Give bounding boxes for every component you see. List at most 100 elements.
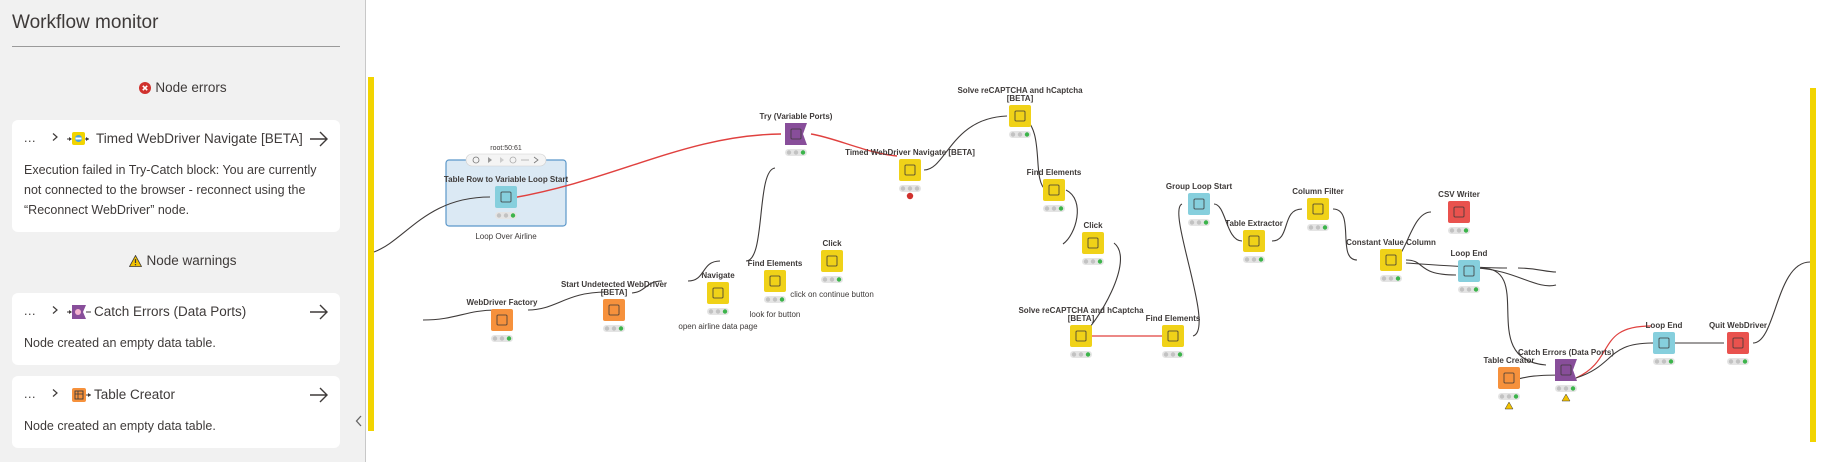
connection[interactable] bbox=[1480, 267, 1547, 366]
breadcrumb-ellipsis[interactable]: ... bbox=[24, 304, 36, 318]
node-body[interactable] bbox=[1458, 260, 1480, 282]
node-webdriver-factory[interactable] bbox=[491, 309, 513, 342]
connection[interactable] bbox=[631, 280, 663, 294]
node-body[interactable] bbox=[1727, 332, 1749, 354]
arrow-right-icon[interactable] bbox=[308, 385, 330, 405]
warning-card[interactable]: ... Table Creator Node created an empty … bbox=[12, 376, 340, 448]
node-body[interactable] bbox=[1043, 179, 1065, 201]
node-navigate[interactable] bbox=[707, 282, 729, 315]
node-body[interactable] bbox=[821, 250, 843, 272]
warning-node-name[interactable]: Catch Errors (Data Ports) bbox=[94, 304, 247, 319]
cancel-icon[interactable] bbox=[509, 156, 517, 164]
step-icon[interactable] bbox=[500, 157, 504, 163]
node-click-2[interactable] bbox=[821, 250, 843, 283]
node-status-light bbox=[1742, 359, 1748, 364]
connection[interactable] bbox=[1178, 203, 1200, 337]
error-card[interactable]: ... Timed WebDriver Navigate [BETA] Exec… bbox=[12, 120, 340, 232]
node-body[interactable] bbox=[1070, 325, 1092, 347]
node-body[interactable] bbox=[491, 309, 513, 331]
node-table-creator[interactable] bbox=[1498, 367, 1520, 410]
node-loop-end-1[interactable] bbox=[1458, 260, 1480, 293]
node-body[interactable] bbox=[785, 123, 807, 145]
node-status-light bbox=[1010, 132, 1016, 137]
node-body[interactable] bbox=[1188, 193, 1210, 215]
node-start-undetected[interactable] bbox=[603, 299, 625, 332]
connection[interactable] bbox=[1575, 342, 1654, 379]
node-click-1[interactable] bbox=[1082, 232, 1104, 265]
connection[interactable] bbox=[1752, 261, 1811, 344]
connection[interactable] bbox=[511, 133, 782, 199]
node-action-bar[interactable] bbox=[465, 153, 547, 167]
node-body[interactable] bbox=[1380, 249, 1402, 271]
node-find-elements-3[interactable] bbox=[764, 270, 786, 303]
collapse-panel-icon[interactable] bbox=[355, 415, 363, 427]
connection[interactable] bbox=[1405, 259, 1457, 276]
arrow-right-icon[interactable] bbox=[308, 302, 330, 322]
error-node-name[interactable]: Timed WebDriver Navigate [BETA] bbox=[96, 131, 303, 146]
node-body[interactable] bbox=[1162, 325, 1184, 347]
connection[interactable] bbox=[1213, 203, 1243, 242]
node-body[interactable] bbox=[603, 299, 625, 321]
breadcrumb-ellipsis[interactable]: ... bbox=[24, 387, 36, 401]
connection[interactable] bbox=[1021, 115, 1047, 191]
node-timed-navigate[interactable] bbox=[899, 159, 921, 200]
node-table-row-loop[interactable] bbox=[495, 186, 517, 219]
connection[interactable] bbox=[745, 167, 776, 262]
node-group-loop-start[interactable] bbox=[1188, 193, 1210, 226]
connection[interactable] bbox=[687, 260, 721, 282]
node-body[interactable] bbox=[495, 186, 517, 208]
execute-icon[interactable] bbox=[488, 157, 492, 163]
connection[interactable] bbox=[1271, 208, 1303, 242]
node-constant-value-column[interactable] bbox=[1380, 249, 1402, 282]
node-find-elements-2[interactable] bbox=[1162, 325, 1184, 358]
node-status-light bbox=[914, 186, 920, 191]
breadcrumb-ellipsis[interactable]: ... bbox=[24, 131, 36, 145]
connection[interactable] bbox=[810, 133, 898, 157]
node-body[interactable] bbox=[764, 270, 786, 292]
connection[interactable] bbox=[1062, 189, 1078, 245]
connection[interactable] bbox=[1517, 267, 1557, 273]
chevron-right-icon bbox=[52, 133, 58, 141]
node-body[interactable] bbox=[1082, 232, 1104, 254]
connection[interactable] bbox=[1405, 262, 1508, 269]
node-id-label: root:50:61 bbox=[490, 145, 522, 152]
connection[interactable] bbox=[373, 196, 491, 253]
node-body[interactable] bbox=[1243, 230, 1265, 252]
node-body[interactable] bbox=[1009, 105, 1031, 127]
node-column-filter[interactable] bbox=[1307, 198, 1329, 231]
node-catch-errors[interactable] bbox=[1555, 359, 1577, 402]
node-solve-captcha-2[interactable] bbox=[1070, 325, 1092, 358]
node-table-extractor[interactable] bbox=[1243, 230, 1265, 263]
node-body[interactable] bbox=[1498, 367, 1520, 389]
node-status-light bbox=[1449, 228, 1455, 233]
node-body[interactable] bbox=[1653, 332, 1675, 354]
configure-icon[interactable] bbox=[472, 156, 480, 164]
node-body[interactable] bbox=[899, 159, 921, 181]
node-body[interactable] bbox=[1307, 198, 1329, 220]
node-solve-captcha-1[interactable] bbox=[1009, 105, 1031, 138]
node-body[interactable] bbox=[1448, 201, 1470, 223]
node-body[interactable] bbox=[1555, 359, 1577, 381]
connection[interactable] bbox=[1475, 267, 1557, 287]
warning-node-name[interactable]: Table Creator bbox=[94, 387, 176, 402]
warning-card[interactable]: ... Catch Errors (Data Ports) Node creat… bbox=[12, 293, 340, 365]
node-csv-writer[interactable] bbox=[1448, 201, 1470, 234]
node-body[interactable] bbox=[707, 282, 729, 304]
connection[interactable] bbox=[1332, 208, 1358, 261]
node-try-variable[interactable] bbox=[785, 123, 807, 156]
node-loop-end-2[interactable] bbox=[1653, 332, 1675, 365]
connection[interactable] bbox=[422, 309, 497, 321]
resume-icon[interactable] bbox=[533, 156, 539, 164]
connection[interactable] bbox=[1575, 325, 1652, 379]
node-quit-webdriver[interactable] bbox=[1727, 332, 1749, 365]
node-title: Catch Errors (Data Ports) bbox=[1518, 348, 1614, 357]
connection[interactable] bbox=[923, 115, 1008, 171]
connection[interactable] bbox=[527, 291, 607, 311]
arrow-right-icon[interactable] bbox=[308, 129, 330, 149]
node-status-light bbox=[1513, 394, 1519, 399]
node-find-elements-1[interactable] bbox=[1043, 179, 1065, 212]
warning-message: Node created an empty data table. bbox=[24, 336, 216, 350]
